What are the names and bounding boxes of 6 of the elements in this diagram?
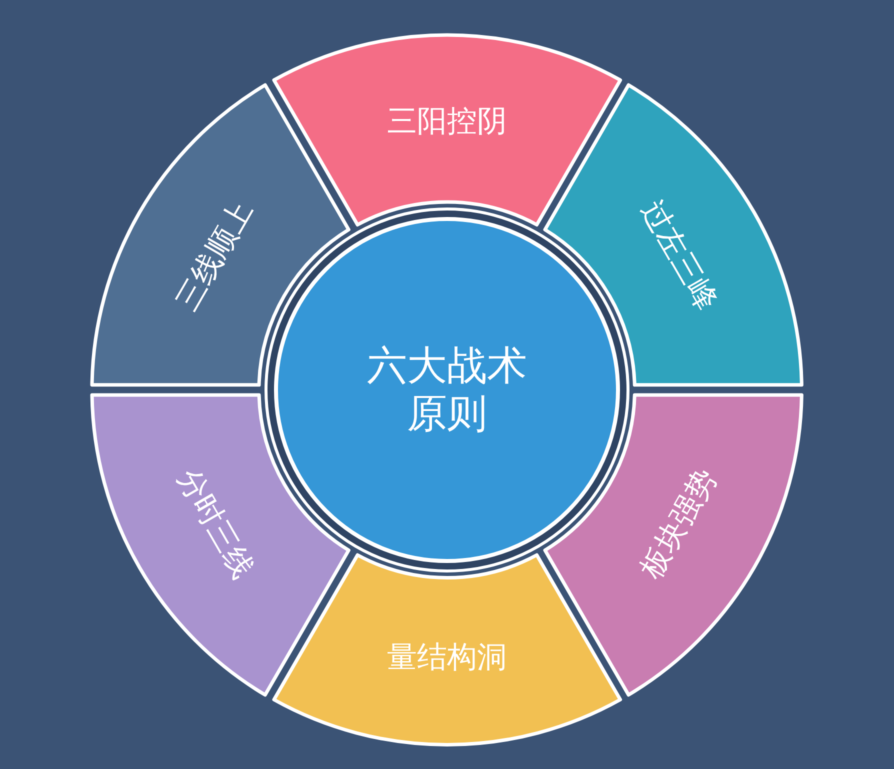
segment-label: 三线顺上 xyxy=(172,196,258,316)
segment-label: 三阳控阴 xyxy=(386,107,507,137)
segment-label: 分时三线 xyxy=(172,464,258,584)
segment-label: 过左三峰 xyxy=(636,196,722,316)
segment-label: 量结构洞 xyxy=(386,642,507,673)
segment-label: 板块强势 xyxy=(636,464,722,584)
